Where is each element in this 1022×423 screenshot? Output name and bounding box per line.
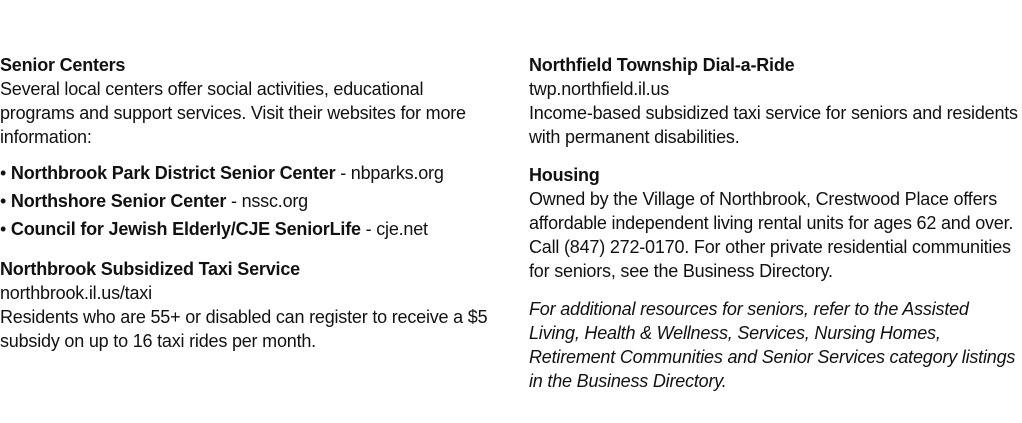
housing-heading: Housing xyxy=(529,165,600,185)
senior-centers-description: Several local centers offer social activ… xyxy=(0,79,466,147)
separator: - xyxy=(360,219,377,239)
list-item: • Council for Jewish Elderly/CJE SeniorL… xyxy=(0,215,500,243)
separator: - xyxy=(226,191,242,211)
nssc-link[interactable]: nssc.org xyxy=(241,191,308,211)
center-name: Council for Jewish Elderly/CJE SeniorLif… xyxy=(10,219,361,239)
bullet: • xyxy=(0,191,7,211)
footnote: For additional resources for seniors, re… xyxy=(529,299,1016,391)
dial-a-ride-section: Northfield Township Dial-a-Ride twp.nort… xyxy=(529,53,1019,149)
left-column: Senior Centers Several local centers off… xyxy=(0,53,500,367)
dial-a-ride-description: Income-based subsidized taxi service for… xyxy=(529,103,1018,147)
dial-a-ride-link[interactable]: twp.northfield.il.us xyxy=(529,79,670,99)
center-name: Northbrook Park District Senior Center xyxy=(10,163,336,183)
housing-section: Housing Owned by the Village of Northbro… xyxy=(529,163,1019,283)
senior-centers-list: • Northbrook Park District Senior Center… xyxy=(0,159,500,243)
cje-link[interactable]: cje.net xyxy=(376,219,428,239)
housing-description: Owned by the Village of Northbrook, Cres… xyxy=(529,189,1014,281)
taxi-link[interactable]: northbrook.il.us/taxi xyxy=(0,283,152,303)
senior-centers-section: Senior Centers Several local centers off… xyxy=(0,53,500,243)
right-column: Northfield Township Dial-a-Ride twp.nort… xyxy=(529,53,1019,407)
bullet: • xyxy=(0,219,7,239)
taxi-section: Northbrook Subsidized Taxi Service north… xyxy=(0,257,500,353)
taxi-heading: Northbrook Subsidized Taxi Service xyxy=(0,259,300,279)
senior-centers-heading: Senior Centers xyxy=(0,55,126,75)
nbparks-link[interactable]: nbparks.org xyxy=(350,163,444,183)
center-name: Northshore Senior Center xyxy=(10,191,227,211)
taxi-description: Residents who are 55+ or disabled can re… xyxy=(0,307,488,351)
list-item: • Northbrook Park District Senior Center… xyxy=(0,159,500,187)
list-item: • Northshore Senior Center - nssc.org xyxy=(0,187,500,215)
dial-a-ride-heading: Northfield Township Dial-a-Ride xyxy=(529,55,795,75)
bullet: • xyxy=(0,163,7,183)
footnote-section: For additional resources for seniors, re… xyxy=(529,297,1019,393)
separator: - xyxy=(335,163,351,183)
